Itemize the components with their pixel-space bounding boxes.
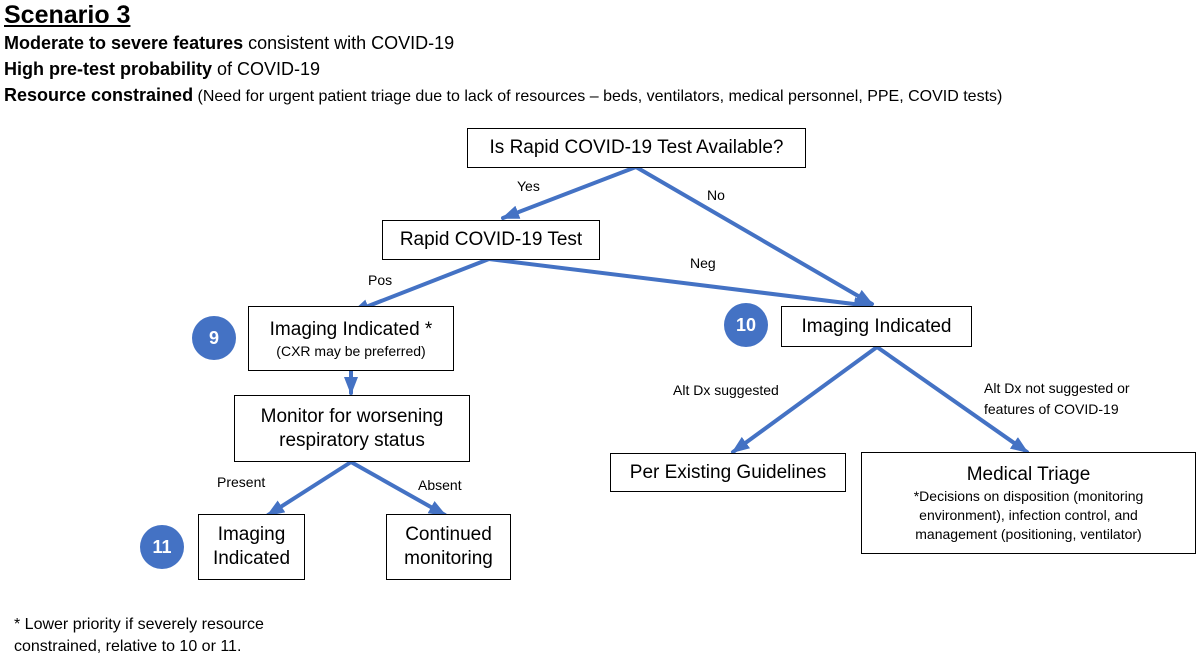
features-rest: consistent with COVID-19 [243, 33, 455, 53]
arrow-absent [349, 460, 447, 517]
badge-10: 10 [724, 303, 768, 347]
edge-label-alt-dx-not-1: Alt Dx not suggested or [984, 380, 1130, 396]
imaging-indicated-10-box: Imaging Indicated [781, 306, 972, 347]
imaging-11-line-1: Imaging [217, 524, 286, 545]
medical-triage-box: Medical Triage *Decisions on disposition… [861, 452, 1196, 554]
footnote-line-2: constrained, relative to 10 or 11. [14, 638, 242, 655]
arrow-alt-dx-not [875, 345, 1029, 454]
imaging-11-line-2: Indicated [212, 548, 291, 569]
rapid-test-box: Rapid COVID-19 Test [382, 220, 600, 260]
header-line-features: Moderate to severe features consistent w… [4, 30, 1002, 56]
resource-bold: Resource constrained [4, 85, 194, 105]
header: Scenario 3 Moderate to severe features c… [4, 0, 1002, 110]
rapid-test-available-box: Is Rapid COVID-19 Test Available? [467, 128, 806, 168]
edge-label-present: Present [217, 474, 266, 490]
arrow-no [634, 165, 874, 306]
rapid-test-available-text: Is Rapid COVID-19 Test Available? [489, 137, 784, 158]
edge-label-pos: Pos [368, 272, 393, 288]
arrow-alt-dx [731, 345, 879, 454]
resource-rest: (Need for urgent patient triage due to l… [193, 88, 1003, 105]
footnote: * Lower priority if severely resource co… [14, 614, 264, 658]
per-existing-text: Per Existing Guidelines [629, 461, 827, 483]
continued-line-2: monitoring [404, 548, 493, 569]
badge-11: 11 [140, 525, 184, 569]
imaging-9-subtitle: (CXR may be preferred) [276, 342, 426, 359]
probability-rest: of COVID-19 [212, 59, 321, 79]
arrow-neg [487, 257, 872, 311]
monitor-line-1: Monitor for worsening [260, 405, 444, 427]
footnote-line-1: * Lower priority if severely resource [14, 616, 264, 633]
rapid-test-text: Rapid COVID-19 Test [399, 229, 583, 250]
header-line-resource: Resource constrained (Need for urgent pa… [4, 82, 1002, 110]
arrow-present [266, 460, 353, 517]
edge-label-yes: Yes [517, 178, 540, 194]
imaging-indicated-9-box: Imaging Indicated * (CXR may be preferre… [248, 306, 454, 371]
edge-label-no: No [707, 187, 725, 203]
triage-note-3: management (positioning, ventilator) [915, 525, 1142, 542]
continued-monitoring-box: Continued monitoring [386, 514, 511, 580]
triage-title: Medical Triage [966, 463, 1091, 485]
badge-9: 9 [192, 316, 236, 360]
imaging-9-title: Imaging Indicated * [269, 318, 433, 340]
header-line-probability: High pre-test probability of COVID-19 [4, 56, 1002, 82]
edge-label-neg: Neg [690, 255, 716, 271]
edge-label-alt-dx-not-2: features of COVID-19 [984, 401, 1119, 417]
probability-bold: High pre-test probability [4, 59, 213, 79]
per-existing-guidelines-box: Per Existing Guidelines [610, 453, 846, 492]
scenario-title: Scenario 3 [4, 1, 131, 29]
imaging-indicated-11-box: Imaging Indicated [198, 514, 305, 580]
continued-line-1: Continued [405, 524, 492, 545]
monitor-box: Monitor for worsening respiratory status [234, 395, 470, 462]
monitor-line-2: respiratory status [279, 429, 425, 451]
arrow-pos [351, 257, 491, 314]
edge-label-absent: Absent [418, 477, 462, 493]
triage-note-2: environment), infection control, and [919, 506, 1138, 523]
features-bold: Moderate to severe features [4, 33, 244, 53]
imaging-10-text: Imaging Indicated [801, 315, 952, 337]
triage-note-1: *Decisions on disposition (monitoring [913, 487, 1144, 504]
edge-label-alt-dx: Alt Dx suggested [673, 382, 779, 398]
arrow-yes [501, 165, 638, 220]
